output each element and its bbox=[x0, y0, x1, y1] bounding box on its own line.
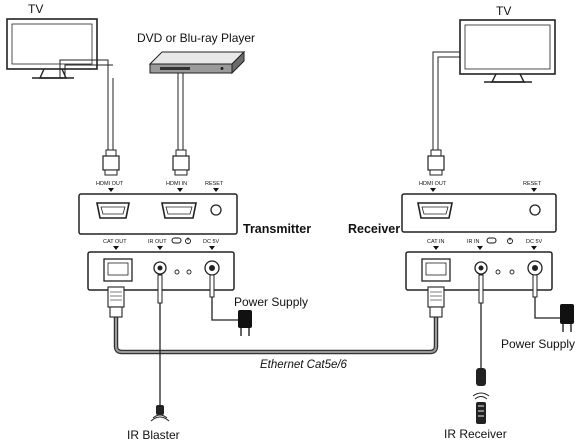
tv-left-label: TV bbox=[28, 2, 43, 16]
hdmi-cable-rx-out bbox=[432, 51, 460, 150]
power-adapter-rx-icon bbox=[560, 304, 574, 332]
tx-cat-out-label: CAT OUT bbox=[103, 239, 127, 245]
ethernet-cable bbox=[113, 316, 439, 355]
receiver-label: Receiver bbox=[348, 222, 400, 236]
rx-ir-in-label: IR IN bbox=[467, 239, 480, 245]
tv-left bbox=[6, 18, 98, 79]
power-adapter-tx-icon bbox=[238, 310, 252, 336]
hdmi-plug-tx-in bbox=[172, 149, 190, 176]
rx-dc-label: DC 5V bbox=[526, 239, 543, 245]
tx-hdmi-in-label: HDMI IN bbox=[166, 181, 187, 187]
hdmi-cable-tx-out bbox=[59, 59, 114, 150]
ir-blaster-label: IR Blaster bbox=[127, 428, 180, 442]
dvd-label: DVD or Blu-ray Player bbox=[137, 31, 255, 45]
transmitter-rear-panel bbox=[87, 251, 235, 291]
tv-right-label: TV bbox=[496, 4, 511, 18]
ir-receiver-cable bbox=[476, 274, 486, 386]
hdmi-plug-tx-out bbox=[102, 149, 120, 176]
transmitter-front-panel bbox=[78, 193, 238, 235]
power-supply-rx-cable bbox=[532, 274, 560, 319]
power-supply-tx-label: Power Supply bbox=[234, 295, 308, 309]
tx-ir-out-label: IR OUT bbox=[148, 239, 167, 245]
dvd-player-icon bbox=[148, 50, 246, 75]
tx-dc-label: DC 5V bbox=[203, 239, 220, 245]
hdmi-plug-rx-out bbox=[427, 149, 445, 176]
transmitter-label: Transmitter bbox=[243, 222, 311, 236]
power-supply-tx-cable bbox=[209, 274, 238, 321]
ir-blaster-cable bbox=[157, 274, 163, 405]
tv-right bbox=[459, 19, 556, 83]
receiver-front-panel bbox=[401, 193, 557, 233]
remote-control-icon bbox=[472, 392, 490, 424]
ir-receiver-label: IR Receiver bbox=[444, 427, 507, 441]
rx-reset-label: RESET bbox=[523, 181, 542, 187]
tx-reset-label: RESET bbox=[205, 181, 224, 187]
tx-hdmi-out-label: HDMI OUT bbox=[96, 181, 124, 187]
rx-hdmi-out-label: HDMI OUT bbox=[419, 181, 447, 187]
rj45-plug-tx bbox=[107, 286, 125, 318]
ethernet-label: Ethernet Cat5e/6 bbox=[260, 359, 348, 371]
ir-power-icons-tx bbox=[171, 237, 191, 244]
power-supply-rx-label: Power Supply bbox=[501, 337, 575, 351]
ir-blaster-icon bbox=[150, 405, 170, 422]
rj45-plug-rx bbox=[427, 286, 445, 318]
hdmi-cable-tx-in bbox=[177, 73, 184, 150]
rx-cat-in-label: CAT IN bbox=[427, 239, 445, 245]
ir-power-icons-rx bbox=[486, 237, 513, 244]
